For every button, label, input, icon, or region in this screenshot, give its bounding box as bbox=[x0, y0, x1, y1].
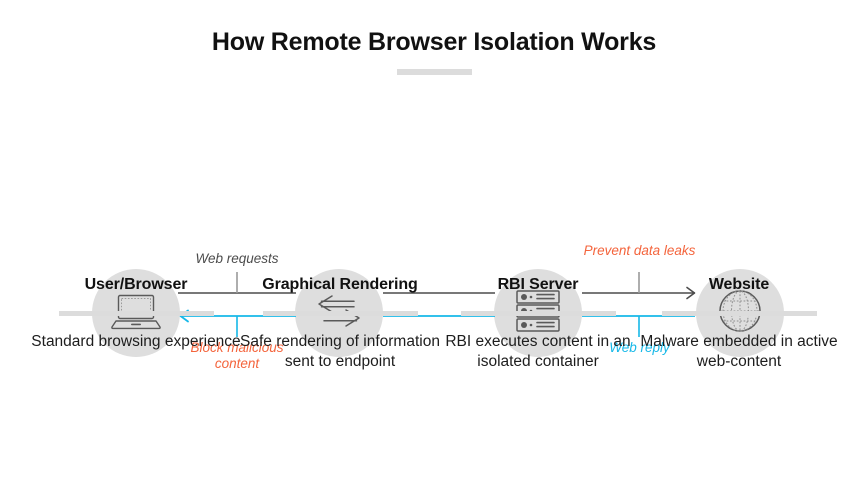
column-rule bbox=[262, 311, 418, 316]
column-description: Safe rendering of information sent to en… bbox=[240, 333, 440, 370]
column-title: User/Browser bbox=[84, 276, 188, 293]
globe-icon bbox=[717, 288, 763, 339]
column-description: Malware embedded in active web-content bbox=[640, 333, 838, 370]
column-rule bbox=[58, 311, 214, 316]
column-rbi-server: RBI Server RBI executes content in an is… bbox=[430, 276, 646, 372]
connector-rendering-to-rbi bbox=[383, 240, 495, 385]
connector-rbi-to-website: Prevent data leaks Web reply bbox=[582, 240, 697, 385]
connector-top-label: Web requests bbox=[195, 251, 279, 266]
column-title: RBI Server bbox=[497, 276, 579, 293]
column-title: Website bbox=[708, 276, 770, 293]
columns-section: User/Browser Standard browsing experienc… bbox=[0, 276, 868, 406]
diagram-band: Web requests Block malicious content Pre… bbox=[0, 120, 868, 371]
column-description: RBI executes content in an isolated cont… bbox=[445, 333, 631, 370]
column-title: Graphical Rendering bbox=[262, 276, 418, 293]
column-rule bbox=[460, 311, 616, 316]
column-rule bbox=[661, 311, 817, 316]
column-website: Website Malware embedded in active web-c… bbox=[631, 276, 847, 372]
connector-lines bbox=[582, 272, 696, 337]
connector-lines bbox=[383, 292, 495, 317]
connector-top-label: Prevent data leaks bbox=[583, 243, 696, 258]
connector-bottom-label: Block malicious content bbox=[190, 340, 284, 371]
page-title: How Remote Browser Isolation Works bbox=[211, 28, 657, 56]
connector-bottom-label: Web reply bbox=[609, 340, 670, 355]
laptop-icon bbox=[110, 291, 162, 336]
column-user-browser: User/Browser Standard browsing experienc… bbox=[28, 276, 244, 352]
column-description: Standard browsing experience bbox=[31, 333, 241, 350]
title-underline-rule bbox=[397, 69, 472, 75]
column-graphical-rendering: Graphical Rendering Safe rendering of in… bbox=[232, 276, 448, 372]
